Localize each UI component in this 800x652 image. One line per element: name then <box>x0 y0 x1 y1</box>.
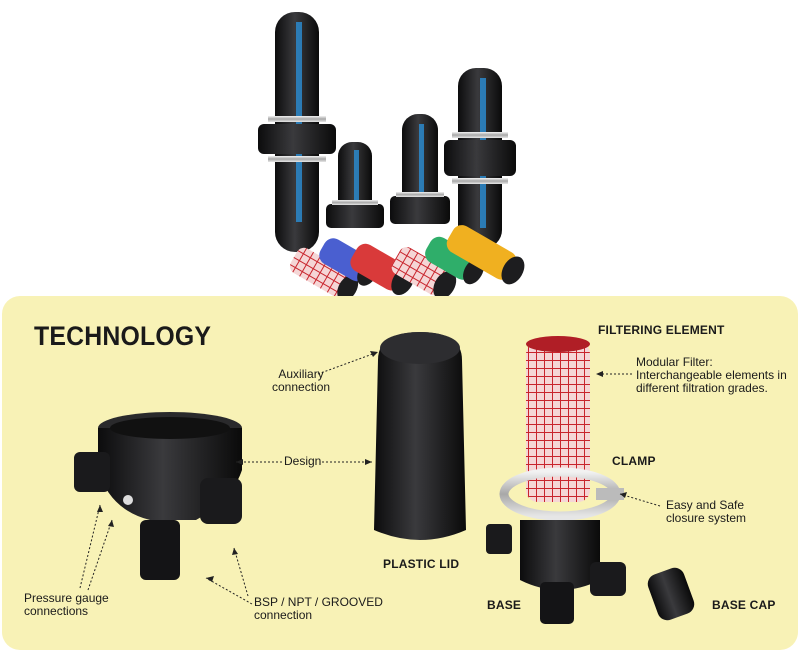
technology-title: TECHNOLOGY <box>34 321 212 351</box>
design-caption: Design <box>284 454 322 468</box>
leader-lines <box>79 351 661 605</box>
small-filter <box>326 142 384 228</box>
tall-filter-left <box>258 12 336 252</box>
clamp-label: CLAMP <box>612 454 656 468</box>
auxiliary-connection-caption: Auxiliary connection <box>272 367 331 394</box>
tall-filter-right <box>444 68 516 248</box>
easy-safe-caption: Easy and Safe closure system <box>666 498 747 525</box>
base-label: BASE <box>487 598 522 612</box>
plastic-lid <box>374 332 466 540</box>
base-cap <box>647 567 695 621</box>
clamp <box>499 467 624 521</box>
medium-filter <box>390 114 450 224</box>
filtering-element <box>526 336 590 502</box>
pressure-gauge-caption: Pressure gauge connections <box>24 591 109 618</box>
base <box>486 520 626 624</box>
filter-base-housing <box>74 412 242 580</box>
bsp-connection-caption: BSP / NPT / GROOVED connection <box>254 595 383 622</box>
leader-arrowheads <box>97 351 627 582</box>
plastic-lid-label: PLASTIC LID <box>383 557 460 571</box>
filter-elements-row <box>289 225 525 301</box>
filtering-element-label: FILTERING ELEMENT <box>598 323 725 337</box>
base-cap-label: BASE CAP <box>712 598 776 612</box>
modular-filter-caption: Modular Filter: Interchangeable elements… <box>636 355 787 395</box>
